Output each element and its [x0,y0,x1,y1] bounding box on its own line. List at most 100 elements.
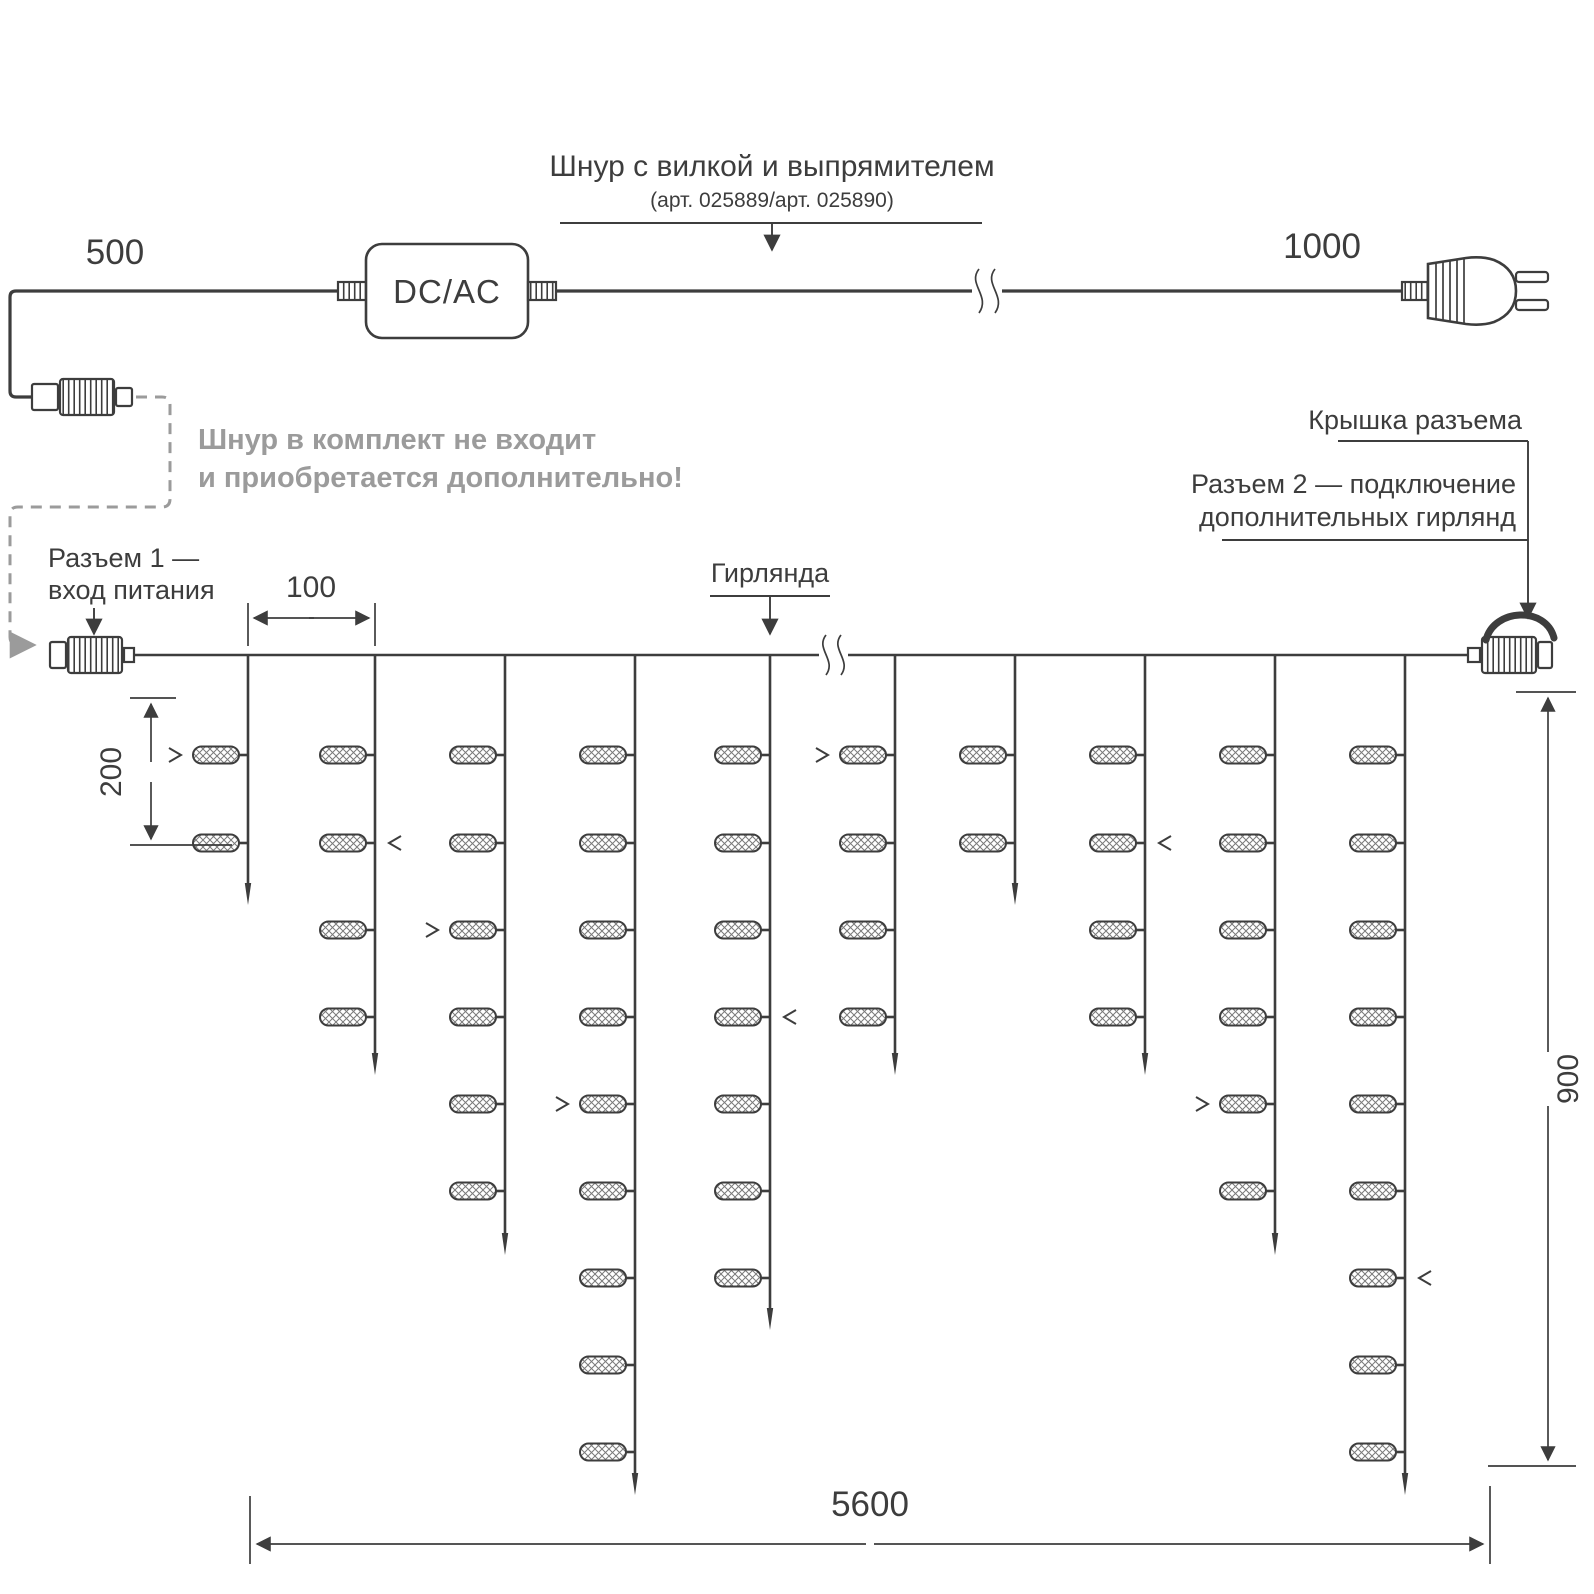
led-bulb [1219,1007,1267,1027]
connector2-flip-cap [1482,611,1558,644]
led-bulb [1089,920,1137,940]
direction-arrow-icon [387,835,402,851]
direction-arrow-icon [1157,835,1172,851]
extension-connector-cap [30,382,60,412]
led-bulb [579,1094,627,1114]
plug-strain-relief [1400,280,1430,302]
led-bulb [1349,1268,1397,1288]
led-bulb [1089,833,1137,853]
dim-100: 100 [247,571,376,646]
led-bulb [449,920,497,940]
led-bulb [449,745,497,765]
converter-label: DC/AC [393,273,501,310]
note-line1: Шнур в комплект не входит [198,424,596,456]
callouts: Разъем 1 — вход питания Крышка разъема Р… [48,405,1537,636]
cord-subtitle: (арт. 025889/арт. 025890) [650,189,894,212]
led-bulb [1089,1007,1137,1027]
led-bulb [192,745,240,765]
connector2-cap-end [1536,640,1554,670]
led-bulb [319,833,367,853]
dim-1000: 1000 [1283,227,1361,266]
led-bulb [714,833,762,853]
dim-900-ticks [1488,691,1576,1467]
dimensions: 100 200 900 5600 [95,571,1585,1564]
connector1-neck [122,646,136,664]
led-bulb [449,1181,497,1201]
connector1-label-line1: Разъем 1 — [48,543,199,573]
break-mark-top-1 [974,268,984,314]
dim-5600-extensions [249,1486,1491,1564]
converter-strain-right [526,280,558,302]
dim-200-ticks [130,697,232,846]
led-bulb [1089,745,1137,765]
led-bulb [449,1094,497,1114]
drop-tip [501,1233,509,1255]
led-bulb [714,1094,762,1114]
led-bulb [714,1007,762,1027]
garland-connector-2 [1466,611,1558,675]
drop-tip [891,1053,899,1075]
led-bulb [579,833,627,853]
dim-5600-value: 5600 [831,1485,909,1524]
led-bulb [839,920,887,940]
connector1-barrel [66,635,124,675]
drop-tip [244,883,252,905]
direction-arrow-icon [555,1096,570,1112]
icicle-drop [425,655,509,1255]
direction-arrow-icon [425,922,440,938]
led-bulb [579,1442,627,1462]
extension-connector-barrel [58,377,116,417]
cap-label: Крышка разъема [1308,405,1523,435]
garland-connector-1 [48,635,136,675]
break-mark-wire-2 [837,634,845,676]
led-bulb [839,745,887,765]
led-bulb [1219,1094,1267,1114]
led-bulb [192,833,240,853]
led-bulb [1349,833,1397,853]
led-bulb [319,920,367,940]
drop-tip [1271,1233,1279,1255]
dim-5600: 5600 [249,1485,1491,1564]
dim-900: 900 [1488,691,1585,1467]
dim-100-extensions [247,603,376,646]
connector1-cap [48,640,68,670]
icicle-drop [714,655,797,1330]
plug-body [1426,256,1518,326]
break-mark-top-2 [990,268,1000,314]
led-bulb [1349,920,1397,940]
led-bulb [1349,1442,1397,1462]
led-bulb [449,1007,497,1027]
dim-200: 200 [95,697,232,846]
led-bulb [1219,920,1267,940]
plug-prong-bottom [1514,298,1550,312]
led-bulb [1349,1181,1397,1201]
converter-strain-left [336,280,368,302]
drop-tip [1011,883,1019,905]
extension-connector [30,377,134,417]
icicle-drops [168,655,1432,1495]
note-line2: и приобретается дополнительно! [198,462,683,494]
led-bulb [1349,1094,1397,1114]
led-bulb [714,745,762,765]
led-bulb [714,1268,762,1288]
connector1-label-line2: вход питания [48,575,215,605]
led-bulb [1219,1181,1267,1201]
break-mark-wire-1 [822,634,830,676]
plug-prong-top [1514,270,1550,284]
dim-500: 500 [86,233,144,272]
power-cord-section: Шнур с вилкой и выпрямителем (арт. 02588… [8,150,1550,659]
drop-tip [1401,1473,1409,1495]
connector2-label-line1: Разъем 2 — подключение [1191,469,1516,499]
led-bulb [1349,745,1397,765]
drop-tip [631,1473,639,1495]
drop-tip [371,1053,379,1075]
extension-connector-tip [114,386,134,408]
dim-100-value: 100 [286,571,336,604]
led-bulb [579,1268,627,1288]
led-bulb [714,920,762,940]
led-bulb [319,1007,367,1027]
led-bulb [1349,1355,1397,1375]
icicle-drop [815,655,899,1075]
icicle-drop [959,655,1019,905]
